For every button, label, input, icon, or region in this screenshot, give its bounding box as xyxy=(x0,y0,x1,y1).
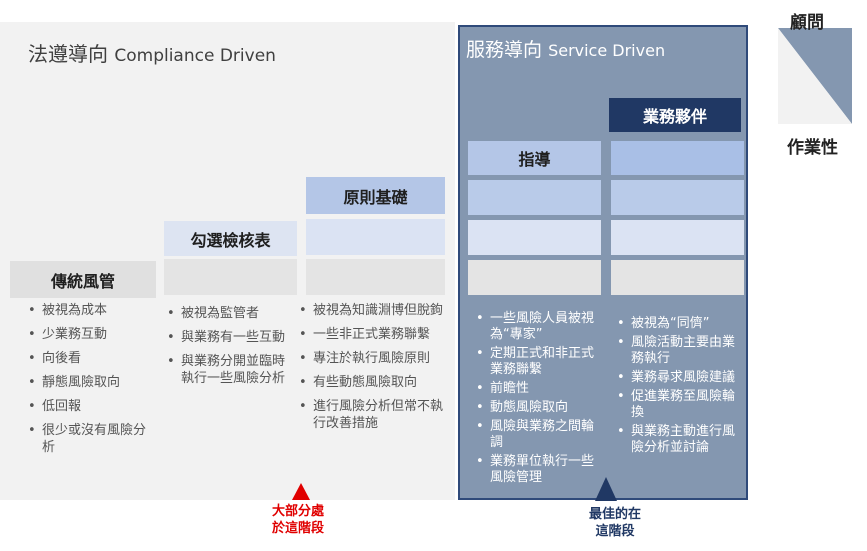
compliance-title-zh: 法遵導向 xyxy=(28,42,108,66)
red-marker-triangle-icon xyxy=(292,483,310,500)
blue-marker-triangle-icon xyxy=(595,477,617,501)
stage-partner-step-1 xyxy=(611,141,744,175)
list-item: 定期正式和非正式業務聯繫 xyxy=(474,346,604,378)
list-item: 靜態風險取向 xyxy=(26,374,156,391)
list-item: 風險活動主要由業務執行 xyxy=(615,335,745,367)
stage-partner-step-3 xyxy=(611,220,744,255)
stage-partner-step-2 xyxy=(611,180,744,215)
list-item: 動態風險取向 xyxy=(474,400,604,416)
stage-guidance-label: 指導 xyxy=(518,150,551,169)
stage-partner-header: 業務夥伴 xyxy=(609,98,741,132)
list-item: 被視為“同儕” xyxy=(615,316,745,332)
service-driven-title: 服務導向 Service Driven xyxy=(466,35,665,62)
list-item: 向後看 xyxy=(26,350,156,367)
list-item: 有些動態風險取向 xyxy=(297,374,445,391)
stage-principles-label: 原則基礎 xyxy=(343,187,408,207)
stage-traditional-header: 傳統風管 xyxy=(10,261,156,298)
red-caption-line-2: 於這階段 xyxy=(271,521,324,536)
list-item: 少業務互動 xyxy=(26,326,156,343)
list-item: 前瞻性 xyxy=(474,381,604,397)
traditional-traits-list: 被視為成本 少業務互動 向後看 靜態風險取向 低回報 很少或沒有風險分析 xyxy=(26,302,156,463)
stage-guidance-step-2 xyxy=(468,220,601,255)
stage-guidance-step-1 xyxy=(468,180,601,215)
compliance-driven-title: 法遵導向 Compliance Driven xyxy=(28,38,276,67)
stage-checklist-label: 勾選檢核表 xyxy=(190,230,271,250)
blue-caption-line-1: 最佳的在 xyxy=(588,507,641,522)
list-item: 業務尋求風險建議 xyxy=(615,370,745,386)
list-item: 業務單位執行一些風險管理 xyxy=(474,454,604,486)
guidance-traits-list: 一些風險人員被視為“專家” 定期正式和非正式業務聯繫 前瞻性 動態風險取向 風險… xyxy=(474,311,604,489)
list-item: 專注於執行風險原則 xyxy=(297,350,445,367)
checklist-traits-list: 被視為監管者 與業務有一些互動 與業務分開並臨時執行一些風險分析 xyxy=(165,305,293,394)
stage-principles-header: 原則基礎 xyxy=(306,177,445,214)
compliance-title-en: Compliance Driven xyxy=(114,46,276,66)
stage-principles-step-2 xyxy=(306,259,445,295)
list-item: 與業務主動進行風險分析並討論 xyxy=(615,424,745,456)
stage-checklist-header: 勾選檢核表 xyxy=(164,221,297,256)
list-item: 被視為成本 xyxy=(26,302,156,319)
list-item: 促進業務至風險輪換 xyxy=(615,389,745,421)
stage-partner-label: 業務夥伴 xyxy=(642,107,707,126)
operational-triangle xyxy=(778,28,852,124)
list-item: 低回報 xyxy=(26,398,156,415)
stage-traditional-label: 傳統風管 xyxy=(50,271,115,291)
partner-traits-list: 被視為“同儕” 風險活動主要由業務執行 業務尋求風險建議 促進業務至風險輪換 與… xyxy=(615,316,745,459)
legend-advisory: 顧問 xyxy=(790,13,824,33)
stage-guidance-header: 指導 xyxy=(468,141,601,175)
advisory-operational-triangle xyxy=(778,28,852,124)
list-item: 一些非正式業務聯繫 xyxy=(297,326,445,343)
list-item: 與業務分開並臨時執行一些風險分析 xyxy=(165,353,293,387)
red-marker-caption: 大部分處 於這階段 xyxy=(258,503,338,537)
list-item: 被視為監管者 xyxy=(165,305,293,322)
list-item: 風險與業務之間輪調 xyxy=(474,419,604,451)
stage-guidance-step-3 xyxy=(468,260,601,295)
red-caption-line-1: 大部分處 xyxy=(271,504,324,519)
blue-caption-line-2: 這階段 xyxy=(595,524,635,539)
service-title-en: Service Driven xyxy=(548,41,666,60)
stage-principles-step-1 xyxy=(306,219,445,255)
list-item: 進行風險分析但常不執行改善措施 xyxy=(297,398,445,432)
list-item: 一些風險人員被視為“專家” xyxy=(474,311,604,343)
stage-checklist-step xyxy=(164,259,297,295)
list-item: 很少或沒有風險分析 xyxy=(26,422,156,456)
legend-operational: 作業性 xyxy=(787,138,838,158)
list-item: 與業務有一些互動 xyxy=(165,329,293,346)
stage-partner-step-4 xyxy=(611,260,744,295)
principles-traits-list: 被視為知識淵博但脫鉤 一些非正式業務聯繫 專注於執行風險原則 有些動態風險取向 … xyxy=(297,302,445,439)
blue-marker-caption: 最佳的在 這階段 xyxy=(575,506,655,540)
service-title-zh: 服務導向 xyxy=(466,39,543,61)
list-item: 被視為知識淵博但脫鉤 xyxy=(297,302,445,319)
